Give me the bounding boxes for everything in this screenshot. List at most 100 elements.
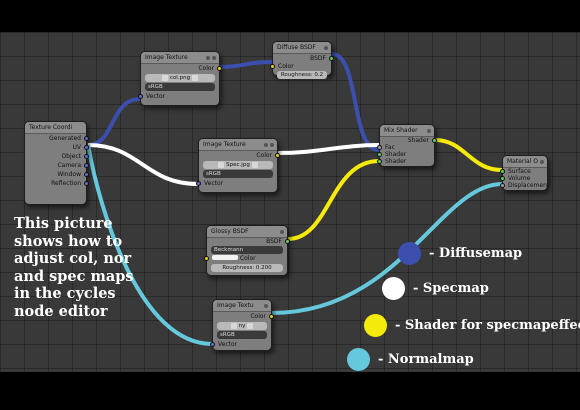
collapse-icon[interactable] xyxy=(324,45,328,50)
glossy-bsdf-node[interactable]: Glossy BSDF BSDF Beckmann Color Roughnes… xyxy=(204,225,290,276)
node-title: Image Textu xyxy=(217,302,254,309)
color-space-value: sRGB xyxy=(206,171,221,177)
input-color[interactable]: Color xyxy=(204,255,287,263)
distribution-dropdown[interactable]: Beckmann xyxy=(211,246,283,254)
image-selector[interactable]: ny xyxy=(217,322,267,330)
input-socket[interactable] xyxy=(377,152,382,157)
input-vector[interactable]: Vector xyxy=(210,340,271,349)
collapse-icon[interactable] xyxy=(270,142,274,147)
socket-label: Color xyxy=(256,152,272,159)
input-fac[interactable]: Fac xyxy=(377,144,434,151)
input-socket[interactable] xyxy=(500,176,505,181)
color-space-dropdown[interactable]: sRGB xyxy=(145,83,215,91)
output-socket[interactable] xyxy=(84,154,89,159)
output-socket[interactable] xyxy=(329,56,334,61)
input-color[interactable]: Color xyxy=(270,63,331,70)
material-output-node[interactable]: Material O Surface Volume Displacement xyxy=(500,155,549,191)
input-socket[interactable] xyxy=(377,145,382,150)
node-header[interactable]: Image Texture xyxy=(141,52,219,64)
output-socket[interactable] xyxy=(285,239,290,244)
input-socket[interactable] xyxy=(377,159,382,164)
input-socket[interactable] xyxy=(270,64,275,69)
node-title: Glossy BSDF xyxy=(211,228,249,235)
input-vector[interactable]: Vector xyxy=(196,179,277,188)
output-socket[interactable] xyxy=(84,181,89,186)
input-displacement[interactable]: Displacement xyxy=(500,182,549,189)
output-bsdf[interactable]: BSDF xyxy=(273,54,334,63)
output-socket[interactable] xyxy=(432,138,437,143)
collapse-icon[interactable] xyxy=(427,128,431,133)
node-header[interactable]: Texture Coordi xyxy=(25,122,86,134)
texture-coordinate-node[interactable]: Texture Coordi Generated UV Object Camer… xyxy=(24,121,89,205)
image-open-icon[interactable] xyxy=(251,162,258,168)
output-socket[interactable] xyxy=(275,153,280,158)
output-camera[interactable]: Camera xyxy=(25,161,89,170)
image-open-icon[interactable] xyxy=(247,323,254,329)
output-uv[interactable]: UV xyxy=(25,143,89,152)
output-color[interactable]: Color xyxy=(199,151,280,160)
color-space-dropdown[interactable]: sRGB xyxy=(203,170,273,178)
preview-icon[interactable] xyxy=(264,142,268,147)
socket-label: Shader xyxy=(385,151,407,158)
node-header[interactable]: Mix Shader xyxy=(380,125,434,137)
socket-label: Camera xyxy=(57,162,81,169)
node-editor-canvas[interactable]: Texture Coordi Generated UV Object Camer… xyxy=(0,32,580,372)
input-socket[interactable] xyxy=(204,256,209,261)
input-socket[interactable] xyxy=(500,183,505,188)
input-socket[interactable] xyxy=(138,94,143,99)
image-browse-icon[interactable] xyxy=(218,162,225,168)
input-volume[interactable]: Volume xyxy=(500,175,547,182)
image-texture-nor-node[interactable]: Image Textu Color ny sRGB Vector xyxy=(210,299,274,351)
image-browse-icon[interactable] xyxy=(230,323,237,329)
output-socket[interactable] xyxy=(84,145,89,150)
output-socket[interactable] xyxy=(84,136,89,141)
image-selector[interactable]: Spec.jpg xyxy=(203,161,273,169)
collapse-icon[interactable] xyxy=(540,159,544,164)
output-object[interactable]: Object xyxy=(25,152,89,161)
input-socket[interactable] xyxy=(210,342,215,347)
roughness-slider[interactable]: Roughness: 0.200 xyxy=(211,264,283,272)
input-shader-2[interactable]: Shader xyxy=(377,158,434,165)
diffuse-bsdf-node[interactable]: Diffuse BSDF BSDF Color Roughness: 0.2 xyxy=(270,41,334,79)
output-bsdf[interactable]: BSDF xyxy=(207,238,290,245)
output-socket[interactable] xyxy=(84,163,89,168)
image-selector[interactable]: col.png xyxy=(145,74,215,82)
color-space-dropdown[interactable]: sRGB xyxy=(217,331,267,339)
output-socket[interactable] xyxy=(269,314,274,319)
roughness-slider[interactable]: Roughness: 0.2 xyxy=(277,71,327,79)
node-header[interactable]: Image Texture xyxy=(199,139,277,151)
image-open-icon[interactable] xyxy=(192,75,199,81)
socket-label: UV xyxy=(72,144,82,151)
output-generated[interactable]: Generated xyxy=(25,134,89,143)
socket-label: Vector xyxy=(204,180,224,187)
mix-shader-node[interactable]: Mix Shader Shader Fac Shader Shader xyxy=(377,124,437,167)
node-header[interactable]: Image Textu xyxy=(213,300,271,312)
legend-label: - Normalmap xyxy=(378,352,474,367)
image-texture-col-node[interactable]: Image Texture Color col.png sRGB Vector xyxy=(138,51,222,106)
node-header[interactable]: Glossy BSDF xyxy=(207,226,287,238)
output-window[interactable]: Window xyxy=(25,170,89,179)
input-shader-1[interactable]: Shader xyxy=(377,151,434,158)
output-shader[interactable]: Shader xyxy=(380,137,437,144)
input-socket[interactable] xyxy=(500,169,505,174)
image-browse-icon[interactable] xyxy=(161,75,168,81)
input-surface[interactable]: Surface xyxy=(500,168,547,175)
output-color[interactable]: Color xyxy=(141,64,222,73)
collapse-icon[interactable] xyxy=(264,303,268,308)
image-texture-spec-node[interactable]: Image Texture Color Spec.jpg sRGB Vector xyxy=(196,138,280,193)
preview-icon[interactable] xyxy=(206,55,210,60)
collapse-icon[interactable] xyxy=(212,55,216,60)
output-color[interactable]: Color xyxy=(213,312,274,321)
node-header[interactable]: Material O xyxy=(503,156,547,168)
output-reflection[interactable]: Reflection xyxy=(25,179,89,188)
output-socket[interactable] xyxy=(217,66,222,71)
roughness-value: Roughness: 0.2 xyxy=(280,72,324,78)
input-socket[interactable] xyxy=(196,181,201,186)
header-icons xyxy=(264,303,268,308)
output-socket[interactable] xyxy=(84,172,89,177)
node-header[interactable]: Diffuse BSDF xyxy=(273,42,331,54)
input-vector[interactable]: Vector xyxy=(138,92,219,101)
color-swatch[interactable] xyxy=(212,255,238,260)
collapse-icon[interactable] xyxy=(280,229,284,234)
header-icons xyxy=(324,45,328,50)
